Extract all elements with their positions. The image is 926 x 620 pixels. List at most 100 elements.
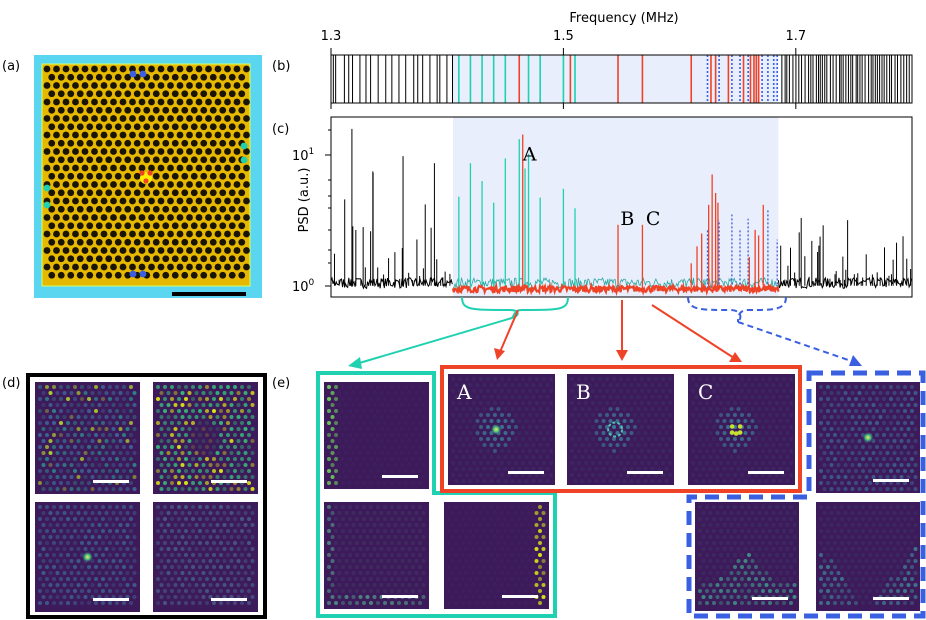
map-site xyxy=(528,449,532,453)
map-site xyxy=(170,565,174,569)
map-site xyxy=(854,589,858,593)
map-site xyxy=(712,517,716,521)
hole xyxy=(62,197,70,205)
hole xyxy=(224,98,231,106)
map-site xyxy=(782,377,786,381)
map-site xyxy=(485,583,490,587)
hole xyxy=(200,156,208,164)
map-site xyxy=(854,409,858,413)
scale-bar xyxy=(172,292,246,296)
map-site xyxy=(701,511,706,515)
map-site xyxy=(236,415,241,419)
map-site xyxy=(180,463,185,467)
map-site xyxy=(701,431,706,435)
map-site xyxy=(90,571,95,575)
map-site xyxy=(90,475,95,479)
map-site xyxy=(743,511,748,515)
map-site xyxy=(111,487,116,491)
map-site xyxy=(355,409,359,413)
map-site xyxy=(76,523,81,527)
map-site xyxy=(104,427,109,431)
map-site xyxy=(233,409,237,413)
hole xyxy=(95,73,103,81)
map-site xyxy=(854,529,858,533)
map-site xyxy=(789,589,793,593)
hole xyxy=(43,214,51,221)
map-site xyxy=(191,385,195,389)
map-site xyxy=(341,457,345,461)
map-site xyxy=(215,475,220,479)
map-site xyxy=(90,463,95,467)
map-site xyxy=(59,553,63,557)
map-site xyxy=(156,553,160,557)
map-site xyxy=(129,577,133,581)
map-site xyxy=(691,449,695,453)
map-site xyxy=(187,451,192,455)
map-site xyxy=(163,445,167,449)
map-site xyxy=(850,559,855,563)
map-site xyxy=(101,397,105,401)
map-site xyxy=(761,377,765,381)
hole xyxy=(105,205,113,213)
map-site xyxy=(743,595,748,599)
hole xyxy=(57,255,65,263)
map-site xyxy=(668,473,672,477)
map-site xyxy=(715,547,720,551)
map-site xyxy=(906,547,911,551)
map-site xyxy=(747,389,751,393)
map-site xyxy=(122,385,126,389)
map-site xyxy=(129,481,133,485)
map-site xyxy=(55,535,60,539)
map-site xyxy=(857,439,862,443)
map-site xyxy=(247,541,251,545)
map-site xyxy=(757,383,762,387)
map-site xyxy=(499,511,504,515)
map-site xyxy=(775,553,779,557)
map-site xyxy=(173,559,178,563)
hole xyxy=(72,247,79,254)
map-site xyxy=(664,383,669,387)
map-site xyxy=(698,377,702,381)
map-site xyxy=(55,403,60,407)
map-site xyxy=(348,553,352,557)
map-site xyxy=(348,385,352,389)
map-site xyxy=(514,377,518,381)
map-site xyxy=(771,407,776,411)
hole xyxy=(162,156,170,164)
blue-brace-right xyxy=(737,296,787,323)
map-site xyxy=(822,535,827,539)
map-site xyxy=(226,469,230,473)
hole xyxy=(114,271,122,279)
map-site xyxy=(386,391,391,395)
map-site xyxy=(740,529,744,533)
hole xyxy=(176,82,184,89)
map-site xyxy=(383,481,387,485)
map-site xyxy=(407,535,412,539)
map-site xyxy=(240,457,244,461)
map-site xyxy=(636,407,641,411)
map-site xyxy=(229,487,234,491)
map-site xyxy=(601,443,606,447)
map-site xyxy=(52,433,56,437)
map-site xyxy=(475,479,480,483)
map-site xyxy=(390,517,394,521)
map-site xyxy=(771,583,776,587)
map-site xyxy=(768,401,772,405)
map-site xyxy=(657,407,662,411)
map-site xyxy=(486,437,490,441)
map-site xyxy=(201,535,206,539)
map-site xyxy=(629,419,634,423)
map-site xyxy=(892,403,897,407)
map-site xyxy=(163,553,167,557)
map-site xyxy=(104,571,109,575)
map-site xyxy=(90,535,95,539)
map-site xyxy=(580,467,585,471)
hole xyxy=(186,263,193,271)
map-site xyxy=(715,559,720,563)
map-site xyxy=(48,391,53,395)
map-site xyxy=(782,601,786,605)
map-site xyxy=(868,421,872,425)
map-site xyxy=(868,589,872,593)
map-site xyxy=(69,475,74,479)
map-site xyxy=(573,479,578,483)
